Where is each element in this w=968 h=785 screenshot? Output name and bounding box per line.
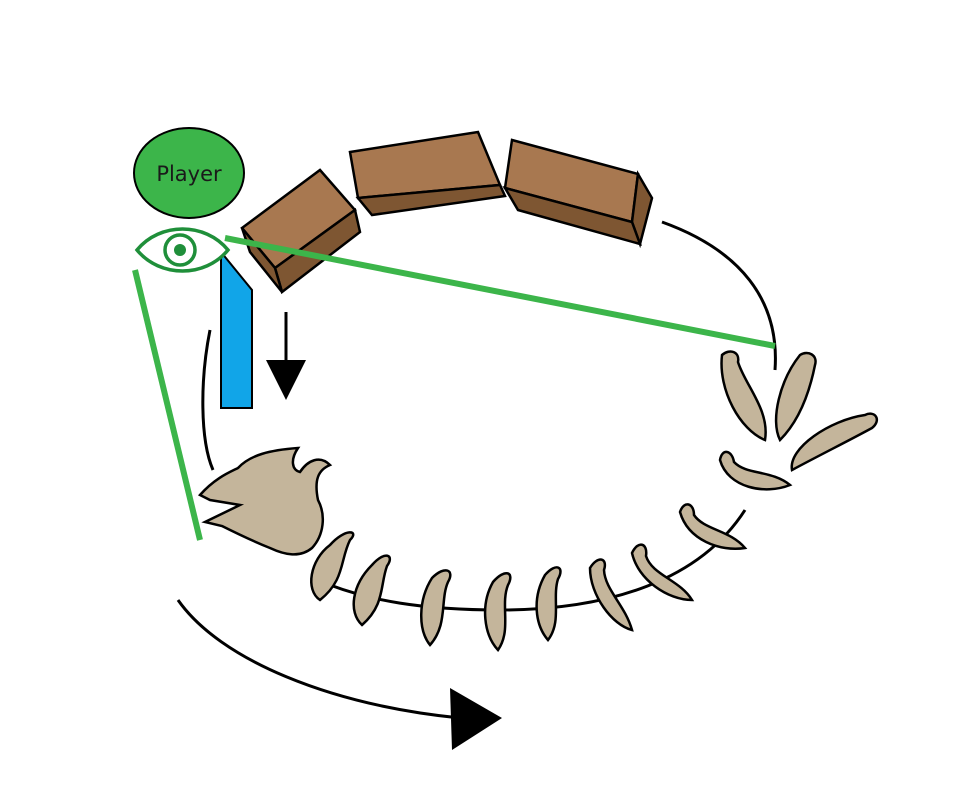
bone-spine [630, 543, 695, 602]
bone-spine [352, 554, 392, 627]
bone-spines [310, 350, 879, 652]
bone-spine [720, 350, 767, 442]
bone-spine [790, 412, 879, 472]
wood-plank-1 [240, 168, 362, 295]
wood-plank-2 [348, 130, 507, 217]
bone-spine [420, 569, 452, 647]
bone-spine [535, 566, 562, 642]
down-arrow-icon [266, 312, 306, 400]
eye-icon [134, 227, 231, 273]
bone-spine [310, 531, 355, 602]
wood-plank-3 [502, 138, 654, 249]
blue-block [220, 249, 253, 409]
player-label: Player [156, 162, 222, 186]
bone-spine [588, 558, 634, 632]
bone-spine [483, 572, 512, 652]
bone-spine [678, 503, 748, 550]
bone-creature-head [197, 446, 333, 556]
bone-spine [774, 351, 817, 443]
sight-line-upper [224, 235, 776, 349]
bone-spine [718, 450, 793, 491]
curved-arrow-right-icon [176, 599, 502, 750]
sight-line-lower [132, 269, 203, 541]
player-marker [133, 127, 245, 219]
